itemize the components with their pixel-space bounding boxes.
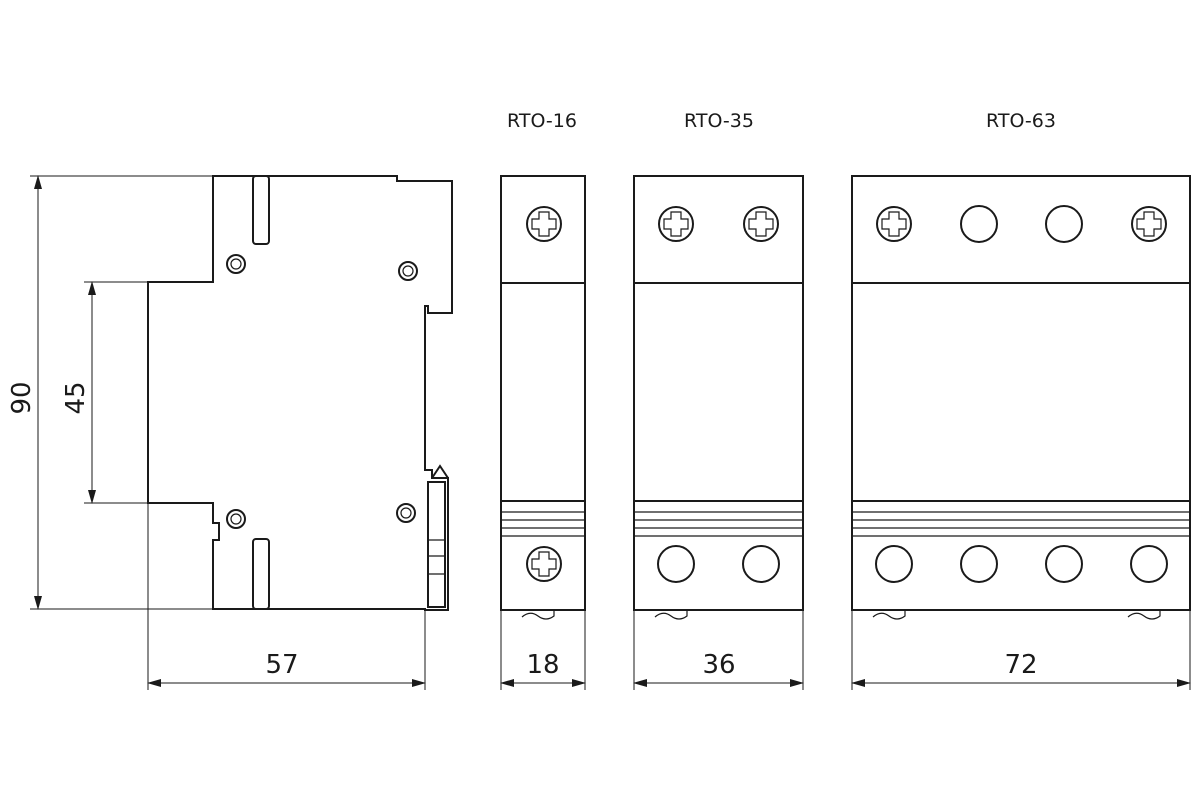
top-slot <box>252 175 270 245</box>
rto63-screw-top-4 <box>1131 206 1167 242</box>
dimension-height-90: 90 <box>7 175 213 610</box>
rto16-width-label: 18 <box>526 650 559 680</box>
height-label: 90 <box>7 381 37 414</box>
rto16-clip <box>521 610 555 620</box>
rto35-terminal-bottom-right <box>742 545 780 583</box>
rto16-screw-top <box>526 206 562 242</box>
rto63-terminal-bottom-4 <box>1130 545 1168 583</box>
side-screw-hole-bottom-left <box>226 509 246 529</box>
rto63-label: RTO-63 <box>986 110 1056 132</box>
rto16-screw-bottom <box>526 546 562 582</box>
side-view <box>147 175 453 611</box>
rto35-clip <box>654 610 688 620</box>
rto35-screw-top-left <box>658 206 694 242</box>
dimension-depth-57: 57 <box>147 503 426 690</box>
side-screw-hole-top-left <box>226 254 246 274</box>
rto63-terminal-top-3 <box>1045 205 1083 243</box>
rto63-front-view: RTO-63 <box>851 110 1191 620</box>
rto63-terminal-bottom-1 <box>875 545 913 583</box>
bottom-slot <box>252 538 270 610</box>
side-screw-hole-top-right <box>398 261 418 281</box>
side-screw-hole-bottom-right <box>396 503 416 523</box>
rto35-front-view: RTO-35 <box>633 110 804 620</box>
dimension-rail-45: 45 <box>61 281 148 504</box>
rto63-dimension: 72 <box>851 610 1191 690</box>
rto63-terminal-top-2 <box>960 205 998 243</box>
rto35-terminal-bottom-left <box>657 545 695 583</box>
rto35-width-label: 36 <box>702 650 735 680</box>
rto35-dimension: 36 <box>633 610 804 690</box>
rto16-dimension: 18 <box>500 610 586 690</box>
rto63-terminal-bottom-3 <box>1045 545 1083 583</box>
rto63-terminal-bottom-2 <box>960 545 998 583</box>
rto63-body <box>851 175 1191 611</box>
rto63-screw-top-1 <box>876 206 912 242</box>
rto35-body <box>633 175 804 611</box>
rail-height-label: 45 <box>61 381 91 414</box>
rto35-label: RTO-35 <box>684 110 754 132</box>
din-clip <box>427 464 449 608</box>
rto63-clip-left <box>872 610 906 620</box>
rto16-label: RTO-16 <box>507 110 577 132</box>
side-view-outline <box>147 175 453 611</box>
rto63-clip-right <box>1127 610 1161 620</box>
depth-label: 57 <box>265 650 298 680</box>
rto63-width-label: 72 <box>1004 650 1037 680</box>
rto16-front-view: RTO-16 <box>500 110 586 620</box>
rto16-body <box>500 175 586 611</box>
rto35-screw-top-right <box>743 206 779 242</box>
